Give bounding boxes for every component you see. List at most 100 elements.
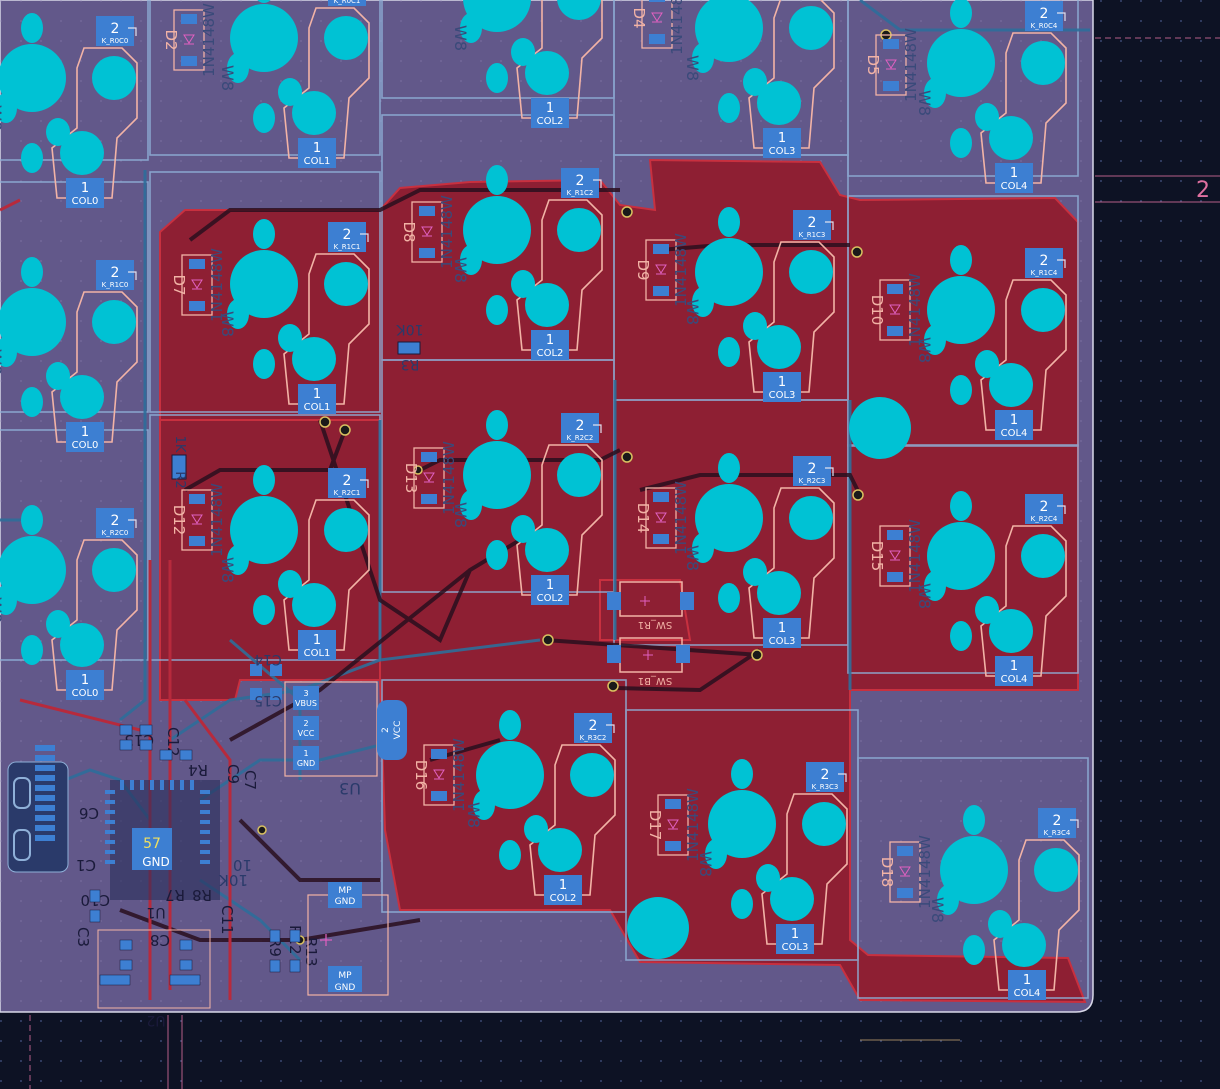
stab-hole bbox=[950, 375, 972, 405]
switch-pin-hole bbox=[789, 6, 833, 50]
switch-pin-hole bbox=[324, 508, 368, 552]
switch-pad-2[interactable]: 2K_R3C4 bbox=[1038, 808, 1076, 838]
switch-ref: W8 bbox=[696, 851, 715, 877]
stab-hole bbox=[950, 128, 972, 158]
switch-pad-2[interactable]: 2K_R1C1 bbox=[328, 222, 366, 252]
switch-pad-2[interactable]: 2K_R1C3 bbox=[793, 210, 831, 240]
switch-pad-2[interactable]: 2K_R3C2 bbox=[574, 713, 612, 743]
resistor-r2[interactable]: 1K R2 bbox=[171, 436, 187, 489]
hotswap-outline bbox=[748, 487, 835, 639]
mcu-u1[interactable]: 57 GND U1 bbox=[105, 780, 220, 920]
c15-ref: C15 bbox=[254, 692, 282, 708]
mounting-hole[interactable] bbox=[849, 397, 911, 459]
switch-pad-2[interactable]: 2K_R2C1 bbox=[328, 468, 366, 498]
stab-hole bbox=[253, 103, 275, 133]
switch-pad-2[interactable]: 2K_R0C0 bbox=[96, 16, 134, 46]
chip-u2[interactable]: U2 bbox=[97, 929, 211, 1028]
stab-hole bbox=[0, 585, 17, 615]
capacitor-c15[interactable]: C15 bbox=[250, 688, 282, 708]
u3-pad3-num: 3 bbox=[303, 689, 308, 698]
mounting-hole[interactable] bbox=[627, 897, 689, 959]
resistor-r3[interactable]: 10K R3 bbox=[396, 321, 424, 372]
switch-pad-2[interactable]: 2K_R3C3 bbox=[806, 762, 844, 792]
switch-pad-2[interactable]: 2K_R1C0 bbox=[96, 260, 134, 290]
switch-pad-2[interactable]: 2K_R2C4 bbox=[1025, 494, 1063, 524]
switch-pad-2[interactable]: 2K_R2C0 bbox=[96, 508, 134, 538]
u3-tab-num: 2 bbox=[381, 727, 391, 733]
connector-mp[interactable]: MP GND MP GND bbox=[307, 882, 389, 996]
regulator-u3[interactable]: 3 VBUS 2 VCC 1 GND 2 VCC U3 bbox=[284, 681, 407, 798]
diode-part: 1N4148W bbox=[438, 195, 456, 269]
usb-connector[interactable] bbox=[7, 745, 69, 873]
switch-sw-b1[interactable]: SW_B1 bbox=[607, 637, 690, 686]
switch-center-hole bbox=[230, 4, 298, 72]
switch-pad-2[interactable]: 2K_R0C1 bbox=[328, 0, 366, 6]
stab-hole bbox=[227, 545, 249, 575]
pad-net: COL1 bbox=[304, 648, 331, 659]
switch-pad-2[interactable]: 2K_R0C4 bbox=[1025, 1, 1063, 31]
diode-ref: D13 bbox=[402, 463, 420, 494]
switch-sw-r1[interactable]: SW_R1 bbox=[607, 581, 694, 630]
switch-pin-hole bbox=[1021, 288, 1065, 332]
switch-pin-hole bbox=[60, 131, 104, 175]
switch-pad-2[interactable]: 2K_R2C2 bbox=[561, 413, 599, 443]
key-switch-r0c2[interactable]: 2K_R0C21COL2W8 bbox=[451, 0, 603, 128]
pad-number: 1 bbox=[778, 375, 786, 390]
switch-pad-2[interactable]: 2K_R1C4 bbox=[1025, 248, 1063, 278]
vias bbox=[257, 29, 892, 945]
key-switch-r0c3[interactable]: 2K_R0C31COL3W8 bbox=[683, 0, 835, 158]
capacitor-c14[interactable]: C14 bbox=[250, 651, 282, 676]
switch-pad-2[interactable]: 2K_R1C2 bbox=[561, 168, 599, 198]
switch-pad-2[interactable]: 2K_R2C3 bbox=[793, 456, 831, 486]
